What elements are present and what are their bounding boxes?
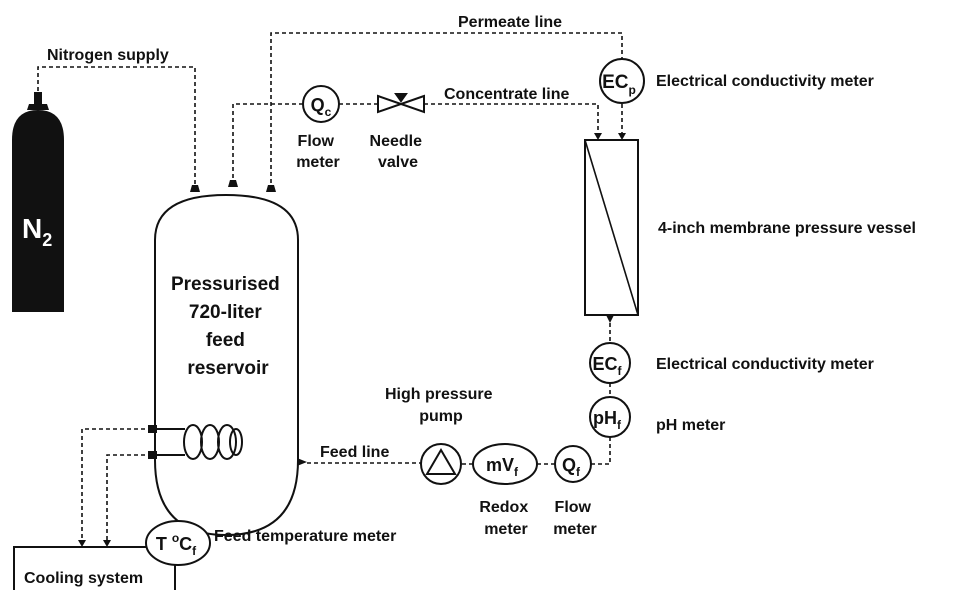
flow-meter-top-label: Flow meter xyxy=(296,133,340,171)
cooling-coil xyxy=(157,424,243,460)
permeate-line xyxy=(270,32,623,190)
cooling-system-label: Cooling system xyxy=(24,570,143,587)
svg-text:Qf: Qf xyxy=(562,455,581,479)
n2-label: N2 xyxy=(22,213,52,250)
cooling-line-supply xyxy=(106,454,152,540)
membrane-vessel-label: 4-inch membrane pressure vessel xyxy=(658,220,916,237)
permeate-line-label: Permeate line xyxy=(458,14,562,31)
nitrogen-supply-label: Nitrogen supply xyxy=(47,47,169,64)
ph-meter: pHf xyxy=(589,396,631,438)
high-pressure-pump xyxy=(420,443,462,485)
qf-flow-meter: Qf xyxy=(554,445,592,483)
cooling-line-return xyxy=(81,428,152,540)
svg-text:ECf: ECf xyxy=(592,354,622,378)
ec-meter-bottom-label: Electrical conductivity meter xyxy=(656,356,874,373)
ec-meter-top-label: Electrical conductivity meter xyxy=(656,73,874,90)
nitrogen-supply-line xyxy=(37,66,196,190)
qc-flow-meter: Qc xyxy=(302,85,340,123)
redox-meter: mVf xyxy=(472,443,538,485)
ecp-meter: ECp xyxy=(599,58,645,104)
svg-text:T oCf: T oCf xyxy=(156,531,197,558)
svg-text:Qc: Qc xyxy=(311,95,332,119)
phf-to-qf-line xyxy=(591,437,611,465)
needle-valve-label: Needle valve xyxy=(370,133,427,171)
feed-temperature-meter: T oCf xyxy=(145,520,211,566)
flow-meter-bottom-label: Flow meter xyxy=(553,499,597,538)
svg-text:ECp: ECp xyxy=(602,72,636,97)
ph-meter-label: pH meter xyxy=(656,417,725,434)
nitrogen-cylinder xyxy=(12,92,64,312)
concentrate-line-a xyxy=(232,103,303,185)
cooling-system xyxy=(13,540,176,590)
svg-text:mVf: mVf xyxy=(486,455,519,479)
feed-temperature-label: Feed temperature meter xyxy=(214,528,396,545)
hp-pump-label: High pressure pump xyxy=(385,386,497,425)
reservoir-label: Pressurised 720-liter feed reservoir xyxy=(171,274,285,379)
svg-text:pHf: pHf xyxy=(593,408,622,432)
ecf-meter: ECf xyxy=(589,342,631,384)
concentrate-line-label: Concentrate line xyxy=(444,86,569,103)
concentrate-line-c xyxy=(424,103,599,133)
redox-meter-label: Redox meter xyxy=(479,499,532,538)
membrane-vessel xyxy=(584,133,639,323)
feed-line-label: Feed line xyxy=(320,444,389,461)
needle-valve xyxy=(377,93,425,114)
feed-reservoir xyxy=(148,180,307,537)
